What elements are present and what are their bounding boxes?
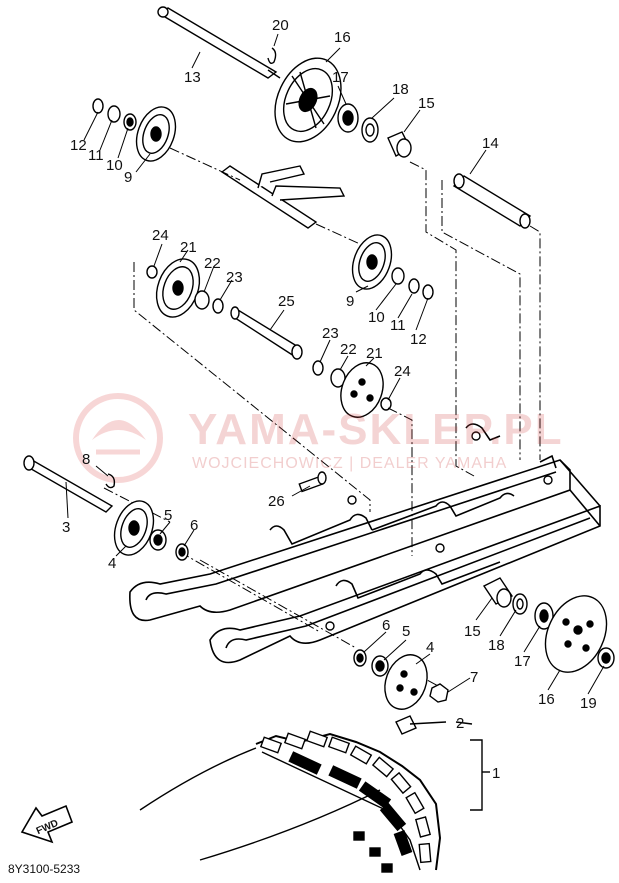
part-label-15b: 15 [464,623,481,640]
washer-12-top [92,98,137,131]
part-label-9: 9 [124,169,133,186]
part-label-5b: 5 [402,623,411,640]
part-label-20: 20 [272,17,289,34]
wheel-4-left [113,500,189,561]
bearing-17-top [337,103,359,133]
forward-arrow-icon [20,804,74,844]
part-label-11: 11 [88,147,104,164]
watermark-title: YAMA-SKLEP.PL [188,405,564,454]
part-label-8: 8 [82,451,91,468]
assembly-guide-lines [103,147,541,689]
axle-14 [452,173,532,229]
part-label-26: 26 [268,493,285,510]
spacer-18-top [361,117,379,143]
part-label-25: 25 [278,293,295,310]
part-label-2: 2 [456,715,465,732]
diagram-code: 8Y3100-5233 [8,862,81,876]
part-label-3: 3 [62,519,71,536]
part-label-18: 18 [392,81,409,98]
part-label-24b: 24 [394,363,411,380]
part-label-17: 17 [332,69,349,86]
part-label-1: 1 [492,765,501,782]
part-label-16: 16 [334,29,351,46]
part-label-19: 19 [580,695,597,712]
part-label-23b: 23 [322,325,339,342]
wheel-4-right [353,649,449,710]
part-label-15: 15 [418,95,435,112]
part-label-4b: 4 [426,639,435,656]
part-label-9b: 9 [346,293,355,310]
leader-lines [65,33,605,695]
part-label-21: 21 [180,239,197,256]
part-label-23: 23 [226,269,243,286]
bolt-26 [298,471,327,493]
part-label-10: 10 [106,157,123,174]
pin-8 [105,473,116,489]
track-clip-2 [395,715,447,735]
part-label-24: 24 [152,227,169,244]
part-label-13: 13 [184,69,201,86]
shaft-25 [230,306,303,360]
watermark-subtitle: WOJCIECHOWICZ | DEALER YAMAHA [192,455,508,472]
wheel-21-left [146,258,224,318]
lower-shaft-3 [23,455,114,513]
part-label-18b: 18 [488,637,505,654]
part-label-14: 14 [482,135,499,152]
cotter-pin [267,47,277,65]
upper-shaft [157,6,281,79]
idler-wheel-16-top [274,57,342,143]
collar-15-top [387,131,412,158]
part-label-21b: 21 [366,345,383,362]
part-label-22: 22 [204,255,221,272]
part-label-5: 5 [164,507,173,524]
slide-rail-frame [129,423,601,664]
part-label-6: 6 [190,517,199,534]
part-label-16b: 16 [538,691,555,708]
part-label-6b: 6 [382,617,391,634]
part-label-7: 7 [470,669,479,686]
wheel-21-right [312,360,392,418]
idler-wheel-9-middle [351,234,393,290]
washer-set-middle [391,267,434,300]
part-label-12: 12 [70,137,87,154]
slide-rail-bolts [325,431,553,631]
track-1 [139,721,490,873]
part-label-10b: 10 [368,309,385,326]
part-label-17b: 17 [514,653,531,670]
part-label-22b: 22 [340,341,357,358]
cross-arm [220,165,346,229]
part-label-4: 4 [108,555,117,572]
idler-wheel-9-top [135,106,177,162]
watermark-logo-icon [73,393,163,483]
part-label-11b: 11 [390,317,406,334]
part-label-12b: 12 [410,331,427,348]
